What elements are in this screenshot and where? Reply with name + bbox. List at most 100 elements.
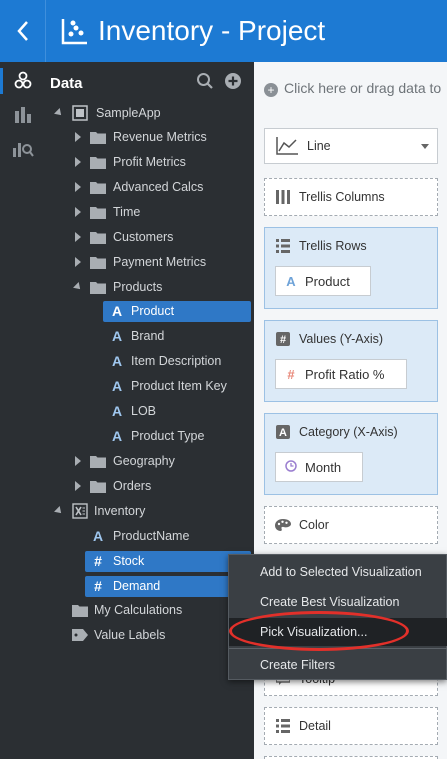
rail-visualizations-tab[interactable] xyxy=(0,98,46,132)
tree-item-label: Orders xyxy=(113,478,152,493)
subject-area-icon xyxy=(72,104,88,121)
tree-item-label: SampleApp xyxy=(96,105,161,120)
tree-item-revenue-metrics[interactable]: Revenue Metrics xyxy=(46,124,254,149)
tag-icon xyxy=(72,627,88,643)
tree-item-label: Profit Metrics xyxy=(113,154,186,169)
tree-item-sampleapp[interactable]: SampleApp xyxy=(46,100,254,125)
tree-item-label: Products xyxy=(113,279,163,294)
data-panel: Data SampleApp Revenue Metrics Profit Me… xyxy=(46,62,254,759)
profit-ratio-pill[interactable]: #Profit Ratio % xyxy=(275,359,407,389)
tree-item-lob[interactable]: A LOB xyxy=(46,398,254,423)
tree-item-geography[interactable]: Geography xyxy=(46,448,254,473)
tree-item-label: Geography xyxy=(113,453,175,468)
tree-item-item-description[interactable]: A Item Description xyxy=(46,348,254,373)
tree-item-product-type[interactable]: A Product Type xyxy=(46,423,254,448)
tree-item-label: Revenue Metrics xyxy=(113,129,207,144)
svg-text:#: # xyxy=(280,334,286,346)
measure-icon: # xyxy=(287,366,295,382)
visualization-type-select[interactable]: Line xyxy=(264,128,438,164)
page-title: Inventory - Project xyxy=(98,15,326,46)
measure-icon: # xyxy=(94,552,102,569)
folder-icon xyxy=(90,453,106,469)
tree-item-label: LOB xyxy=(131,403,157,418)
tree-item-profit-metrics[interactable]: Profit Metrics xyxy=(46,149,254,174)
tree-item-label: My Calculations xyxy=(94,602,183,617)
tree-item-value-labels[interactable]: Value Labels xyxy=(46,622,254,647)
menu-item-pick-visualization[interactable]: Pick Visualization... xyxy=(229,618,447,646)
expand-arrow-icon[interactable] xyxy=(75,181,81,192)
folder-icon xyxy=(90,179,106,195)
folder-icon xyxy=(90,229,106,245)
tree-item-brand[interactable]: A Brand xyxy=(46,323,254,348)
menu-divider xyxy=(229,648,447,649)
expand-arrow-icon[interactable] xyxy=(75,455,81,466)
folder-icon xyxy=(90,254,106,270)
attribute-icon: A xyxy=(111,377,123,394)
app-header: Inventory - Project xyxy=(0,0,447,62)
attribute-icon: A xyxy=(111,402,123,419)
detail-dropzone[interactable]: Detail xyxy=(264,707,438,745)
tree-item-label: Product xyxy=(131,303,175,318)
tree-item-time[interactable]: Time xyxy=(46,199,254,224)
color-dropzone[interactable]: Color xyxy=(264,506,438,544)
selected-row-highlight xyxy=(85,551,251,572)
tree-item-product[interactable]: A Product xyxy=(46,298,254,323)
tree-item-label: Customers xyxy=(113,229,174,244)
trellis-columns-dropzone[interactable]: Trellis Columns xyxy=(264,178,438,216)
search-icon[interactable] xyxy=(196,72,214,90)
folder-icon xyxy=(90,129,106,145)
rail-analytics-tab[interactable] xyxy=(0,132,46,166)
values-dropzone[interactable]: #Values (Y-Axis) #Profit Ratio % xyxy=(264,320,438,402)
add-circle-icon: + xyxy=(264,83,278,97)
attribute-icon: A xyxy=(111,302,123,319)
scatter-chart-icon xyxy=(61,19,87,45)
expand-arrow-icon[interactable] xyxy=(75,156,81,167)
tree-item-label: Item Description xyxy=(131,353,222,368)
selected-row-highlight xyxy=(85,576,251,597)
collapse-arrow-icon[interactable] xyxy=(54,505,64,516)
folder-icon xyxy=(90,204,106,220)
expand-arrow-icon[interactable] xyxy=(75,256,81,267)
hash-icon: # xyxy=(275,331,291,347)
tree-item-advanced-calcs[interactable]: Advanced Calcs xyxy=(46,174,254,199)
tree-item-stock[interactable]: # Stock xyxy=(46,548,254,573)
attribute-icon: A xyxy=(111,427,123,444)
attribute-icon: A xyxy=(111,352,123,369)
tree-item-products[interactable]: Products xyxy=(46,274,254,299)
rail-data-tab[interactable] xyxy=(0,64,46,98)
svg-text:A: A xyxy=(279,427,287,439)
expand-arrow-icon[interactable] xyxy=(75,480,81,491)
collapse-arrow-icon[interactable] xyxy=(54,107,64,118)
back-button[interactable] xyxy=(0,0,46,62)
collapse-arrow-icon[interactable] xyxy=(73,281,83,292)
tree-item-productname[interactable]: A ProductName xyxy=(46,523,254,548)
tree-item-demand[interactable]: # Demand xyxy=(46,573,254,598)
expand-arrow-icon[interactable] xyxy=(75,231,81,242)
menu-item-create-filters[interactable]: Create Filters xyxy=(260,658,336,672)
expand-arrow-icon[interactable] xyxy=(75,206,81,217)
folder-icon xyxy=(90,154,106,170)
menu-item-add-to-selected[interactable]: Add to Selected Visualization xyxy=(260,565,422,579)
tree-item-inventory[interactable]: Inventory xyxy=(46,498,254,523)
folder-icon xyxy=(90,478,106,494)
add-icon[interactable] xyxy=(224,72,242,90)
next-dropzone[interactable] xyxy=(264,756,438,759)
tree-item-my-calculations[interactable]: My Calculations xyxy=(46,597,254,622)
attribute-icon: A xyxy=(286,273,296,289)
line-chart-icon xyxy=(276,137,298,155)
tree-item-product-item-key[interactable]: A Product Item Key xyxy=(46,373,254,398)
add-data-hint[interactable]: +Click here or drag data to xyxy=(264,80,441,97)
tree-item-label: Inventory xyxy=(94,503,146,518)
month-pill[interactable]: Month xyxy=(275,452,363,482)
tree-item-customers[interactable]: Customers xyxy=(46,224,254,249)
tree-item-orders[interactable]: Orders xyxy=(46,473,254,498)
tree-item-payment-metrics[interactable]: Payment Metrics xyxy=(46,249,254,274)
tree-item-label: ProductName xyxy=(113,528,190,543)
menu-item-create-best-visualization[interactable]: Create Best Visualization xyxy=(260,595,400,609)
list-icon xyxy=(275,718,291,734)
expand-arrow-icon[interactable] xyxy=(75,131,81,142)
tree-item-label: Demand xyxy=(113,578,161,593)
